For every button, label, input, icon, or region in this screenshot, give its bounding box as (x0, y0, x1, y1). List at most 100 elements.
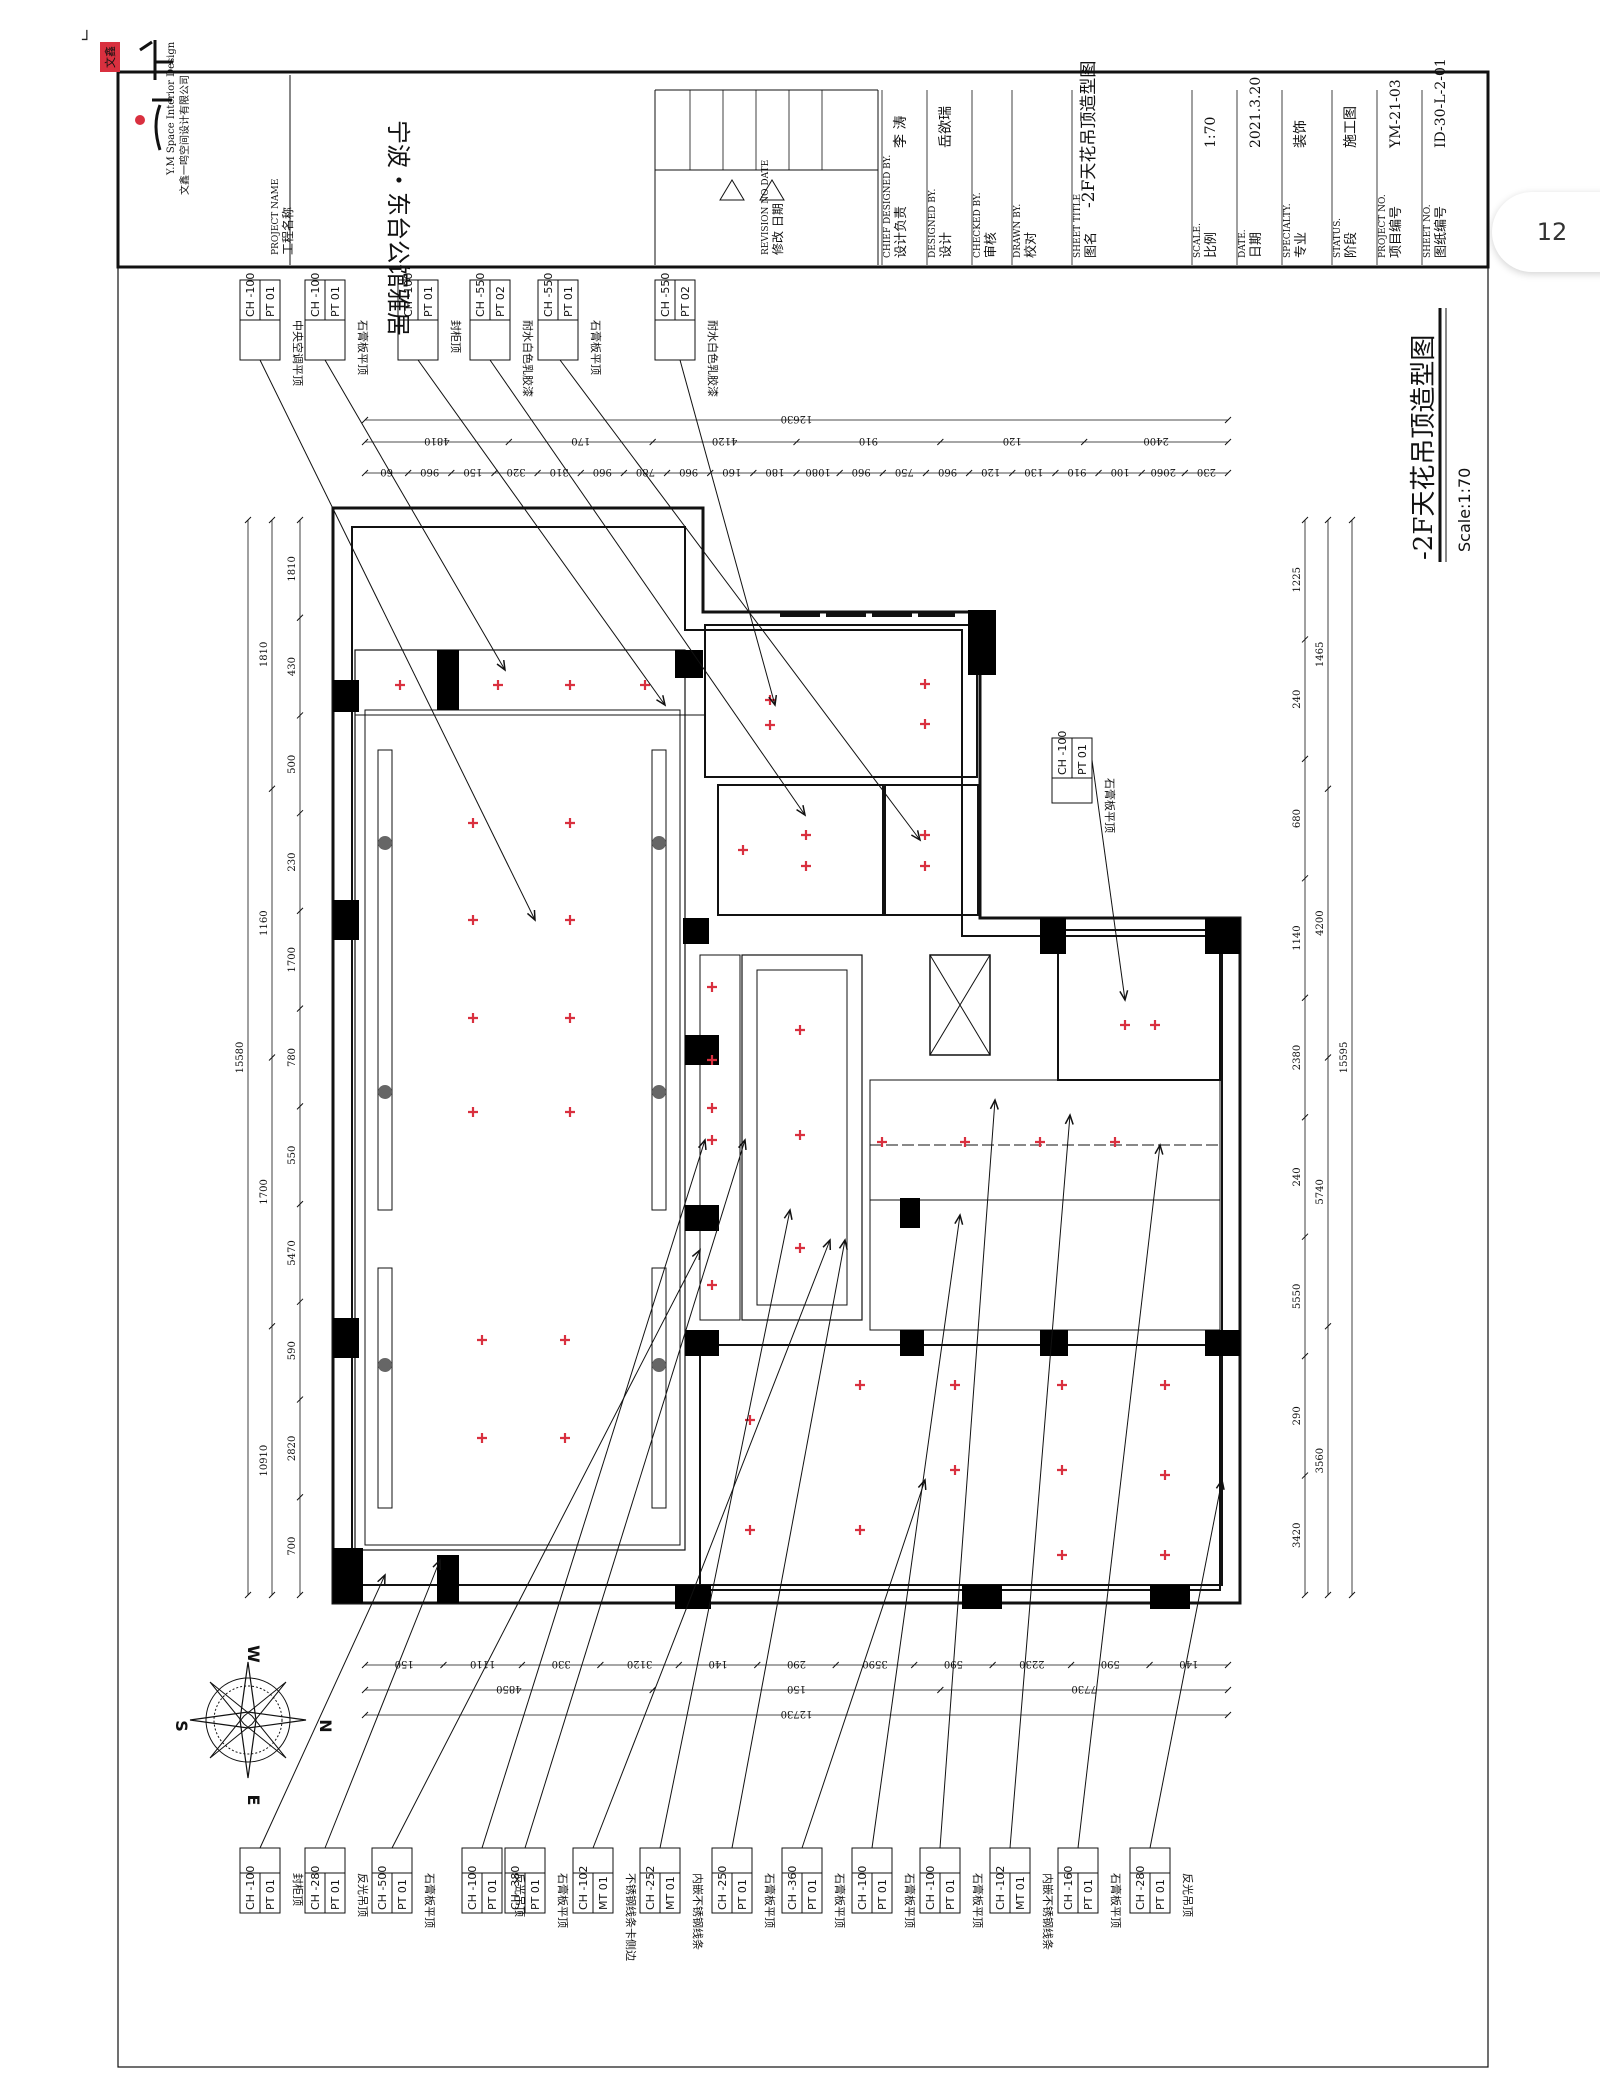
downlight (395, 680, 405, 690)
tag-pt: PT 01 (806, 1879, 819, 1910)
title-row-label-en: SHEET NO. (1423, 204, 1433, 258)
downlight (707, 1055, 717, 1065)
dimension-label: 230 (287, 852, 298, 871)
dimension-label: 5470 (287, 1240, 298, 1265)
leader-line (524, 1139, 746, 1849)
logo-dot (135, 115, 145, 125)
compass-n: N (316, 1719, 335, 1732)
dimension-tick (447, 469, 455, 477)
hall-lower (869, 1199, 1221, 1331)
downlight (920, 861, 930, 871)
dimension-tick (244, 516, 252, 524)
dimension-tick (1348, 516, 1356, 524)
title-row-label-cn: 阶段 (1344, 232, 1359, 258)
dimension-tick (1324, 1591, 1332, 1599)
dimension-tick (440, 1661, 447, 1669)
downlight (565, 1107, 575, 1117)
tag-box-pt (481, 1872, 503, 1914)
tag-box-pt (524, 1872, 546, 1914)
tag-note: 石膏板平顶 (556, 1873, 570, 1928)
dimension-tick (1224, 416, 1232, 424)
downlight (707, 982, 717, 992)
downlight (801, 861, 811, 871)
dimension-label: 4810 (424, 435, 449, 446)
dimension-label: 2820 (287, 1436, 298, 1461)
revision-label: REVISION NO DATE 修改 日期 (761, 160, 785, 255)
dimension-tick (965, 469, 973, 477)
title-row-label-en: PROJECT NO. (1378, 194, 1388, 258)
leader-arrow (1215, 1478, 1225, 1490)
tag-note: 石膏板平顶 (903, 1873, 917, 1928)
downlight (1160, 1380, 1170, 1390)
tag-ch: CH -100 (856, 1866, 869, 1910)
compass-e: E (244, 1795, 263, 1806)
leader-arrow (1119, 990, 1129, 1002)
leader-arrow (496, 659, 506, 672)
tag-ch: CH -550 (474, 273, 487, 317)
dimension-tick (268, 1322, 276, 1330)
tag-box-empty (1051, 777, 1093, 804)
dimension-label: 15580 (235, 1042, 246, 1074)
tag-ch: CH -100 (924, 1866, 937, 1910)
title-row-label-cn: 日期 (1249, 232, 1264, 258)
dimension-tick (244, 1591, 252, 1599)
diffuser (378, 836, 392, 850)
tag-box-empty (654, 319, 696, 361)
dimension-tick (296, 1493, 304, 1501)
downlight (765, 720, 775, 730)
title-row-label-cn: 项目编号 (1389, 206, 1404, 258)
sheet-border (117, 71, 1489, 2068)
dimension-tick (936, 1686, 944, 1694)
dimension-tick (296, 712, 304, 719)
tag-note: 反光吊顶 (356, 1873, 370, 1917)
logo-seal (100, 42, 120, 72)
logo-mark (139, 40, 173, 151)
logo-seal-text: 文鑫 (103, 46, 117, 68)
dimension-tick (675, 1661, 683, 1669)
tag-box-pt (659, 1872, 681, 1914)
dimension-label: 680 (1292, 809, 1303, 828)
diffuser (652, 836, 666, 850)
dimension-tick (753, 1661, 761, 1669)
dimension-tick (1301, 1352, 1309, 1360)
dimension-label: 780 (636, 466, 655, 477)
dimension-tick (1301, 1472, 1309, 1479)
columns (333, 610, 1240, 1609)
page-number-badge[interactable]: 12 (1492, 192, 1600, 272)
title-row-value: 岳欲瑞 (938, 106, 954, 148)
tag-ch: CH -160 (1062, 1866, 1075, 1910)
downlight (468, 1107, 478, 1117)
dimension-tick (793, 438, 800, 446)
title-row-label-en: DRAWN BY. (1013, 204, 1023, 258)
dimension-tick (1301, 994, 1309, 1002)
dimension-label: 750 (895, 466, 914, 477)
dimension-label: 590 (1101, 1658, 1120, 1669)
tag-pt: PT 01 (422, 286, 435, 317)
downlight (565, 1013, 575, 1023)
